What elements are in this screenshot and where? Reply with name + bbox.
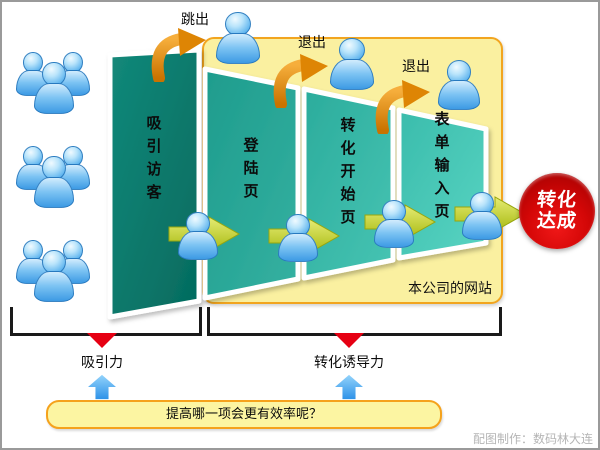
up-arrow-icon bbox=[335, 374, 363, 400]
question-box: 提高哪一项会更有效率呢？ bbox=[46, 400, 442, 429]
badge-line-2: 达成 bbox=[536, 210, 579, 232]
visitor-group-icon bbox=[16, 52, 90, 124]
exit-label: 退出 bbox=[402, 59, 430, 75]
up-arrow-icon bbox=[88, 374, 116, 400]
bounce-arrow-icon bbox=[151, 28, 206, 82]
converting-visitor-icon bbox=[178, 212, 218, 260]
funnel-stage-1-shape bbox=[107, 47, 202, 320]
question-text: 提高哪一项会更有效率呢？ bbox=[165, 407, 322, 422]
exit-arrow-icon bbox=[273, 54, 328, 108]
stage-label-form-input-page: 表单输入页 bbox=[434, 110, 450, 220]
converting-visitor-icon bbox=[462, 192, 502, 240]
stage-label-landing-page: 登陆页 bbox=[243, 136, 259, 200]
person-icon bbox=[34, 250, 74, 302]
person-icon bbox=[16, 240, 50, 284]
exit-label: 退出 bbox=[298, 35, 326, 51]
red-pointer-icon bbox=[334, 333, 364, 348]
exited-visitor-icon bbox=[330, 38, 374, 90]
bounced-visitor-icon bbox=[216, 12, 260, 64]
conversion-force-label: 转化诱导力 bbox=[314, 355, 384, 371]
exited-visitor-icon bbox=[438, 60, 480, 110]
badge-line-1: 转化 bbox=[536, 189, 579, 211]
credit-text: 配图制作：数码林大连 bbox=[472, 432, 593, 446]
visitor-group-icon bbox=[16, 146, 90, 218]
visitor-group-icon bbox=[16, 240, 90, 312]
red-pointer-icon bbox=[87, 333, 117, 348]
stage-label-attract-visitors: 吸引访客 bbox=[146, 114, 162, 201]
attraction-force-label: 吸引力 bbox=[81, 355, 123, 371]
converting-visitor-icon bbox=[278, 214, 318, 262]
person-icon bbox=[34, 62, 74, 114]
person-icon bbox=[16, 52, 50, 96]
conversion-achieved-badge: 转化 达成 bbox=[519, 173, 595, 249]
bounce-label: 跳出 bbox=[181, 12, 209, 28]
exit-arrow-icon bbox=[375, 80, 430, 134]
conversion-bracket bbox=[207, 307, 502, 336]
website-label: 本公司的网站 bbox=[408, 281, 492, 297]
stage-label-conversion-start-page: 转化开始页 bbox=[340, 116, 356, 226]
converting-visitor-icon bbox=[374, 200, 414, 248]
person-icon bbox=[34, 156, 74, 208]
